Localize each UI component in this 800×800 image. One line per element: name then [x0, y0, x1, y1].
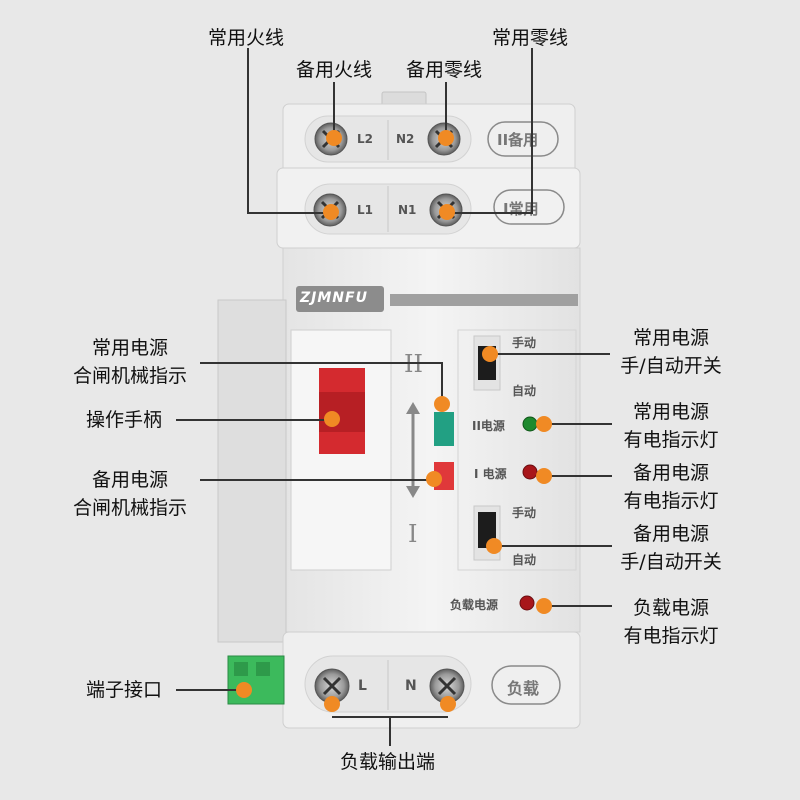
callout-backup-switch: 备用电源 手/自动开关	[612, 520, 730, 576]
dot-handle	[324, 411, 340, 427]
brand-plate	[296, 286, 384, 312]
leader-backup-live	[333, 82, 335, 140]
led-upper-label: II电源	[472, 419, 505, 433]
leader-common-mech-h	[200, 362, 442, 364]
leader-common-live-v	[247, 48, 249, 214]
callout-common-neutral: 常用零线	[492, 27, 569, 49]
callout-common-led: 常用电源 有电指示灯	[612, 398, 730, 454]
dot-backup-led	[536, 468, 552, 484]
callout-backup-live: 备用火线	[296, 59, 373, 81]
led-load	[519, 595, 535, 611]
leader-common-mech-v	[441, 362, 443, 404]
callout-backup-mech: 备用电源 合闸机械指示	[62, 466, 198, 522]
switch2-auto-label: 自动	[512, 553, 537, 567]
brand-bar	[390, 294, 578, 306]
dot-load-led	[536, 598, 552, 614]
leader-backup-switch	[494, 545, 612, 547]
dot-common-neutral	[439, 204, 455, 220]
dot-backup-live	[326, 130, 342, 146]
leader-common-live-h	[247, 212, 331, 214]
callout-common-led-line2: 有电指示灯	[623, 429, 719, 451]
port-slot-2	[256, 662, 270, 676]
led-lower-label: I 电源	[474, 467, 507, 481]
callout-load-led-line1: 负载电源	[632, 597, 709, 619]
leader-load-led	[544, 605, 612, 607]
dot-load-output-n	[440, 696, 456, 712]
leader-terminal-port	[176, 689, 244, 691]
label-n1: N1	[398, 203, 417, 217]
leader-backup-neutral	[445, 82, 447, 140]
callout-terminal-port: 端子接口	[86, 679, 163, 701]
callout-load-led: 负载电源 有电指示灯	[612, 594, 730, 650]
callout-common-mech-line1: 常用电源	[91, 337, 168, 359]
mark-lower: I	[408, 520, 418, 548]
callout-backup-mech-line1: 备用电源	[91, 469, 168, 491]
leader-common-led	[544, 423, 612, 425]
port-slot-1	[234, 662, 248, 676]
top-badge-frame	[487, 121, 559, 157]
arrow-down-head	[406, 486, 420, 498]
bottom-badge-text: 负载	[507, 679, 540, 698]
callout-backup-switch-line2: 手/自动开关	[620, 551, 722, 573]
dot-backup-neutral	[438, 130, 454, 146]
brand-logo: ZJMNFU	[300, 290, 368, 306]
callout-common-mech: 常用电源 合闸机械指示	[62, 334, 198, 390]
dot-backup-mech	[426, 471, 442, 487]
top-badge-text: II备用	[497, 131, 539, 149]
callout-backup-mech-line2: 合闸机械指示	[72, 497, 187, 519]
label-n: N	[405, 678, 417, 694]
dot-common-switch	[482, 346, 498, 362]
dot-common-mech	[434, 396, 450, 412]
mid-badge-frame	[493, 189, 565, 225]
callout-common-mech-line2: 合闸机械指示	[72, 365, 187, 387]
arrow-up-head	[406, 402, 420, 414]
leader-common-switch	[490, 353, 610, 355]
load-led-label: 负载电源	[450, 598, 499, 612]
callout-backup-led: 备用电源 有电指示灯	[612, 459, 730, 515]
callout-handle: 操作手柄	[86, 409, 163, 431]
callout-load-output: 负载输出端	[340, 751, 436, 773]
leader-common-neutral-h	[447, 212, 533, 214]
dot-common-live	[323, 204, 339, 220]
callout-common-switch-line1: 常用电源	[632, 327, 709, 349]
control-panel	[457, 329, 577, 571]
label-l2: L2	[357, 132, 373, 146]
leader-common-neutral-v	[531, 48, 533, 214]
dot-load-output-l	[324, 696, 340, 712]
callout-common-switch-line2: 手/自动开关	[620, 355, 722, 377]
callout-common-live: 常用火线	[208, 27, 285, 49]
label-l: L	[358, 678, 367, 694]
dot-common-led	[536, 416, 552, 432]
callout-common-led-line1: 常用电源	[632, 401, 709, 423]
callout-backup-neutral: 备用零线	[406, 59, 483, 81]
switch1-manual-label: 手动	[512, 336, 537, 350]
label-l1: L1	[357, 203, 373, 217]
leader-backup-led	[544, 475, 612, 477]
switch2-manual-label: 手动	[512, 506, 537, 520]
dot-backup-switch	[486, 538, 502, 554]
led-backup	[522, 464, 538, 480]
label-n2: N2	[396, 132, 415, 146]
bottom-badge-frame	[491, 665, 561, 705]
callout-backup-led-line1: 备用电源	[632, 462, 709, 484]
common-mech-indicator	[434, 412, 454, 446]
switch1-auto-label: 自动	[512, 384, 537, 398]
callout-common-switch: 常用电源 手/自动开关	[612, 324, 730, 380]
mid-badge-text: I常用	[503, 200, 539, 218]
led-common	[522, 416, 538, 432]
leader-load-output-v	[389, 716, 391, 746]
callout-backup-switch-line1: 备用电源	[632, 523, 709, 545]
callout-backup-led-line2: 有电指示灯	[623, 490, 719, 512]
leader-backup-mech	[200, 479, 434, 481]
mark-upper: II	[404, 350, 423, 378]
left-side-block	[217, 299, 287, 643]
leader-handle	[176, 419, 332, 421]
callout-load-led-line2: 有电指示灯	[623, 625, 719, 647]
dot-terminal-port	[236, 682, 252, 698]
